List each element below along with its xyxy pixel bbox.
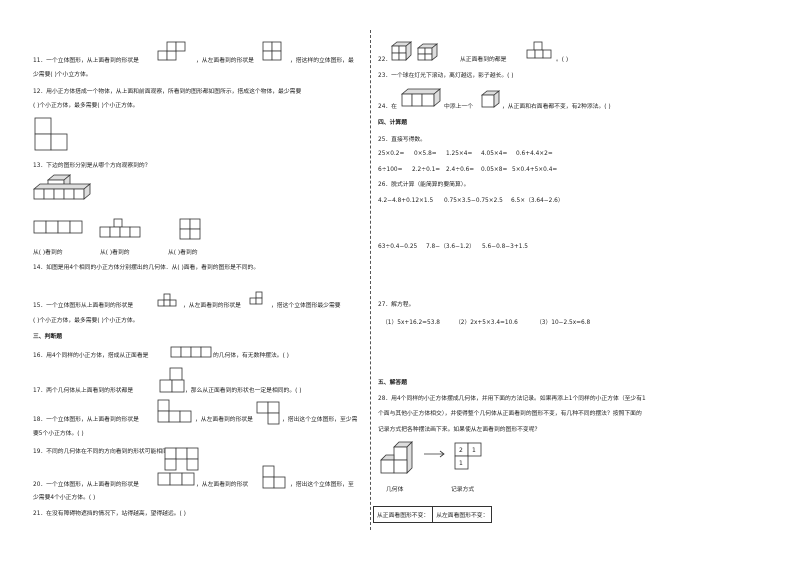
q24-text-c: ，从正面和右面看都不变，有2种添法。( )	[502, 104, 611, 110]
q13-view1-figure	[33, 220, 83, 234]
q13-view3-figure	[179, 218, 201, 240]
table-cell-left: 从左面看图形不变：	[432, 506, 493, 523]
calc2-r1-c1: 4.2−4.8+0.12×1.5	[378, 198, 434, 204]
q13-3d-solid-figure	[32, 174, 92, 200]
q13-view2-figure	[99, 218, 141, 238]
q16-text-a: 16．用4个同样的小正方体，搭成从正面看是	[33, 353, 149, 359]
q18-top-view-figure	[157, 399, 192, 423]
calc2-r1-c2: 0.75×3.5−0.75×2.5	[444, 198, 503, 204]
q12-view-figure	[34, 117, 68, 151]
q15-text-d: ( )个小正方体，最多需要( )个小正方体。	[33, 318, 139, 324]
q22-text-b: 从正面看到的都是	[460, 57, 507, 63]
q15-text-b: ，从左面看到的形状是	[183, 303, 241, 309]
q22-text-a: 22．	[378, 57, 392, 63]
q24-cube-figure	[480, 90, 501, 108]
equation-2: （2）2x+5×3.4=10.6	[455, 320, 518, 326]
calc-r2-c3: 2.4÷0.6=	[446, 167, 475, 173]
q19-figure	[164, 447, 199, 471]
calc-r1-c5: 0.6+4.4×2=	[516, 151, 553, 157]
q28-text-a: 28．用4个同样的小正方体摆成几何体，并用下面的方法记录。如果再添上1个同样的小…	[378, 396, 646, 402]
calc-r1-c2: 0×5.8=	[414, 151, 437, 157]
column-divider	[370, 30, 371, 530]
q18-text-c: ，搭出这个立体图形，至少需	[282, 417, 358, 423]
q26-text: 26．脱式计算（能简算的要简算）。	[378, 182, 470, 188]
q20-left-view-figure	[262, 465, 286, 489]
q22-front-view-figure	[526, 41, 552, 59]
q21-text: 21．在没有障碍物遮挡的情况下，站得越高，望得越远。( )	[33, 511, 186, 517]
q27-text: 27．解方程。	[378, 302, 415, 308]
q13-view1-label: 从( )看到的	[33, 250, 63, 256]
q11-left-view-figure	[262, 41, 282, 61]
calc-r2-c5: 5×0.4+5×0.4=	[512, 167, 558, 173]
q20-text-d: 少需要4个小正方体。( )	[33, 495, 96, 501]
q15-text-a: 15．一个立体图形从上面看到的形状是	[33, 303, 134, 309]
q22-text-c: 。( )	[556, 57, 569, 63]
q16-text-b: 的几何体，有无数种摆法。( )	[213, 353, 289, 359]
calc-r1-c1: 25×0.2=	[378, 151, 405, 157]
table-row: 从正面看图形不变： 从左面看图形不变：	[372, 506, 493, 523]
q11-top-view-figure	[157, 41, 186, 61]
q18-left-view-figure	[256, 401, 280, 425]
q15-top-view-figure	[157, 293, 177, 307]
figure-label-record: 记录方式	[451, 487, 475, 493]
calc2-r2-c3: 5.6−0.8−3+1.5	[482, 244, 528, 250]
q28-answer-table: 从正面看图形不变： 从左面看图形不变：	[372, 506, 493, 523]
calc2-r2-c2: 7.8−（3.6−1.2）	[426, 244, 475, 250]
section-3-heading: 三、判断题	[33, 334, 62, 340]
calc-r2-c4: 0.05×8=	[481, 167, 508, 173]
record-num-1a: 1	[472, 447, 476, 454]
section-4-heading: 四、计算题	[378, 120, 407, 126]
q17-text-b: ，那么从正面看到的形状也一定是相同的。( )	[185, 388, 302, 394]
q20-text-b: ，从左面看到的形状	[196, 482, 249, 488]
q22-solids-figure	[390, 41, 439, 61]
q20-text-a: 20．一个立体图形，从上面看到的形状是	[33, 482, 139, 488]
q24-solid-figure	[400, 88, 442, 107]
q13-text: 13．下边的图形分别是从哪个方向观察到的？	[33, 163, 151, 169]
q20-top-view-figure	[157, 472, 195, 486]
q11-text-d: 少需要( )个小立方体。	[33, 72, 92, 78]
calc-r1-c4: 4.05×4=	[481, 151, 508, 157]
q24-text-a: 24．在	[378, 104, 397, 110]
q24-text-b: 中添上一个	[444, 104, 473, 110]
section-5-heading: 五、解答题	[378, 380, 407, 386]
q17-top-view-figure	[159, 367, 185, 393]
q12-text-b: ( )个小正方体，最多需要( )个小正方体。	[33, 103, 139, 109]
q13-view2-label: 从( )看到的	[100, 250, 130, 256]
q28-text-b: 个面与其他小正方体相交），并使得整个几何体从正面看到的图形不变，有几种不同的摆法…	[378, 411, 642, 417]
q12-text-a: 12．用小正方体搭成一个物体，从上面和前面观察，所看到的图形都如图所示，搭成这个…	[33, 89, 302, 95]
q23-text: 23．一个球在灯光下滚动，离灯越远，影子越长。( )	[378, 73, 514, 79]
q14-text: 14．如图是用4个相同的小正方体分别摆出的几何体．从( )面看，看到的图形是不同…	[33, 265, 260, 271]
q18-text-d: 要5个小正方体。( )	[33, 431, 84, 437]
q13-view3-label: 从( )看到的	[168, 250, 198, 256]
q25-text: 25．直接写得数。	[378, 137, 426, 143]
q11-text-a: 11．一个立体图形，从上面看到的形状是	[33, 58, 139, 64]
record-num-2: 2	[459, 447, 463, 454]
calc-r1-c3: 1.25×4=	[446, 151, 473, 157]
calc-r2-c1: 6÷100=	[378, 167, 403, 173]
equation-1: （1）5x+16.2=53.8	[382, 320, 440, 326]
q16-front-view-figure	[170, 346, 212, 358]
q11-text-b: ，从左面看到的形状是	[196, 58, 254, 64]
q11-text-c: ，搭这样的立体图形，最	[290, 58, 354, 64]
q28-arrow	[424, 450, 445, 458]
q18-text-a: 18．一个立体图形，从上面看到的形状是	[33, 417, 139, 423]
calc-r2-c2: 2.2÷0.1=	[412, 167, 441, 173]
record-num-1b: 1	[459, 460, 463, 467]
q20-text-c: ，搭出这个立体图形，至	[290, 482, 354, 488]
table-cell-front: 从正面看图形不变：	[372, 506, 434, 523]
calc2-r1-c3: 6.5×（3.64−2.6）	[511, 198, 564, 204]
calc2-r2-c1: 63÷0.4−0.25	[378, 244, 418, 250]
equation-3: （3）10−2.5x=6.8	[536, 320, 591, 326]
q15-text-c: ，搭这个立体图形最少需要	[271, 303, 341, 309]
q18-text-b: ，从左面看到的形状是	[195, 417, 253, 423]
q19-text: 19．不同的几何体在不同的方向看到的形状可能相同。( )	[33, 449, 181, 455]
q15-left-view-figure	[249, 291, 263, 305]
figure-label-solid: 几何体	[386, 487, 404, 493]
q28-record-grid: 2 1 1	[454, 442, 482, 470]
q28-solid-figure	[380, 441, 413, 474]
q17-text-a: 17．两个几何体从上面看到的形状都是	[33, 388, 134, 394]
q28-text-c: 记录方式把各种摆法画下来。如果使从左面看到的图形不变呢？	[378, 427, 541, 433]
